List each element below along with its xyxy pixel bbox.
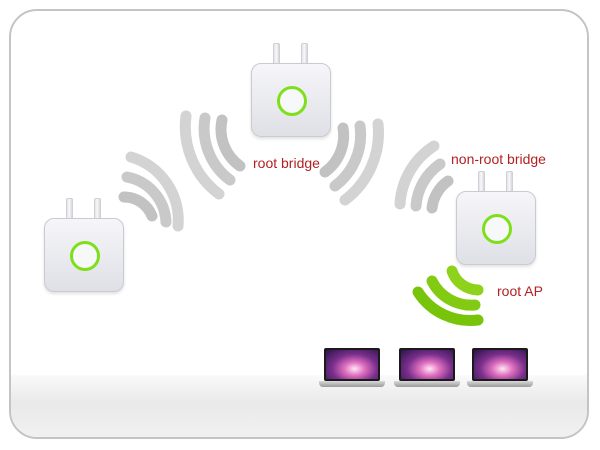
wave-root-left-3: [179, 110, 225, 200]
laptop-base: [467, 381, 533, 387]
wave-leftap-1: [118, 191, 158, 222]
status-led: [482, 214, 512, 244]
non-root-bridge-label: non-root bridge: [451, 151, 546, 167]
laptop-icon: [467, 348, 533, 388]
wave-root-right-3: [339, 118, 384, 206]
laptop-screen: [324, 348, 380, 381]
laptop-screen: [399, 348, 455, 381]
laptop-base: [394, 381, 460, 387]
wave-nonroot-1: [426, 175, 454, 214]
laptop-icon: [319, 348, 385, 388]
wave-nonroot-3: [394, 140, 440, 210]
wave-root-left-2: [198, 112, 236, 186]
wave-root-right-2: [329, 120, 367, 192]
laptop-base: [319, 381, 385, 387]
wave-rootap-3: [412, 286, 484, 326]
access-point-body: [456, 191, 536, 265]
wave-root-left-1: [215, 114, 246, 172]
laptop-screen: [472, 348, 528, 381]
access-point-body: [251, 63, 331, 137]
status-led: [277, 86, 307, 116]
wave-rootap-2: [426, 275, 481, 311]
laptop-icon: [394, 348, 460, 388]
wave-leftap-3: [125, 151, 184, 232]
root-ap-label: root AP: [497, 283, 543, 299]
wave-rootap-1: [446, 265, 484, 296]
access-point-body: [44, 218, 124, 292]
wave-nonroot-2: [410, 158, 446, 212]
root-bridge-label: root bridge: [253, 155, 320, 171]
wave-root-right-1: [319, 122, 350, 178]
status-led: [70, 241, 100, 271]
wave-leftap-2: [121, 171, 172, 228]
